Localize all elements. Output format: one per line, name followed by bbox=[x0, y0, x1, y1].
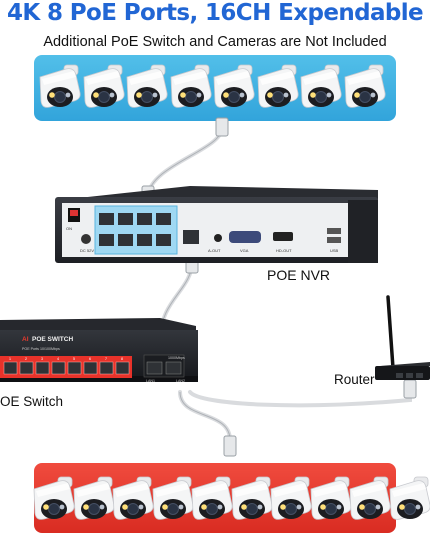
svg-text:VGA: VGA bbox=[240, 248, 249, 253]
svg-text:A-OUT: A-OUT bbox=[208, 248, 221, 253]
bullet-camera-icon bbox=[80, 59, 128, 117]
switch-port-number: 5 bbox=[73, 357, 75, 361]
switch-port-number: 7 bbox=[105, 357, 107, 361]
bullet-camera-icon bbox=[297, 59, 345, 117]
switch-lan1-label: LAN1 bbox=[146, 379, 155, 383]
switch-port bbox=[3, 361, 18, 375]
bottom-camera-row bbox=[30, 463, 430, 537]
bullet-camera-icon bbox=[386, 471, 430, 529]
bullet-camera-icon bbox=[267, 471, 315, 529]
top-camera-row bbox=[34, 55, 396, 121]
switch-poe-ports: 1 2 3 4 5 6 7 8 bbox=[3, 357, 130, 375]
bullet-camera-icon bbox=[210, 59, 258, 117]
switch-port-number: 3 bbox=[41, 357, 43, 361]
switch-port-number: 8 bbox=[121, 357, 123, 361]
bullet-camera-icon bbox=[228, 471, 276, 529]
bullet-camera-icon bbox=[346, 471, 394, 529]
switch-port bbox=[35, 361, 50, 375]
bullet-camera-icon bbox=[149, 471, 197, 529]
svg-text:USB: USB bbox=[330, 248, 339, 253]
bullet-camera-icon bbox=[36, 59, 84, 117]
bullet-camera-icon bbox=[188, 471, 236, 529]
bullet-camera-icon bbox=[30, 471, 78, 529]
switch-port-number: 2 bbox=[25, 357, 27, 361]
router bbox=[375, 295, 430, 380]
bullet-camera-icon bbox=[167, 59, 215, 117]
switch-port bbox=[19, 361, 34, 375]
bullet-camera-icon bbox=[70, 471, 118, 529]
svg-text:ON: ON bbox=[66, 226, 72, 231]
router-label: Router bbox=[334, 372, 375, 387]
switch-label: OE Switch bbox=[0, 394, 64, 409]
poe-nvr: ON DC 52V A-OUT VGA HD-OUT USB bbox=[55, 186, 378, 263]
switch-port-number: 4 bbox=[57, 357, 59, 361]
switch-uplink-label: 1000Mbps bbox=[168, 356, 185, 360]
bullet-camera-icon bbox=[254, 59, 302, 117]
switch-title-prefix: AI bbox=[22, 336, 29, 343]
switch-port bbox=[51, 361, 66, 375]
subline: Additional PoE Switch and Cameras are No… bbox=[43, 34, 387, 50]
switch-port bbox=[67, 361, 82, 375]
switch-lan2-label: LAN2 bbox=[176, 379, 185, 383]
poe-switch: AI POE SWITCH POE Ports 10/100Mbps 1 2 3 4 5… bbox=[0, 318, 198, 383]
bullet-camera-icon bbox=[123, 59, 171, 117]
switch-port-number: 6 bbox=[89, 357, 91, 361]
switch-port-number: 1 bbox=[9, 357, 11, 361]
bullet-camera-icon bbox=[307, 471, 355, 529]
switch-port bbox=[99, 361, 114, 375]
switch-title: POE SWITCH bbox=[32, 336, 73, 343]
cables bbox=[146, 126, 412, 442]
bullet-camera-icon bbox=[109, 471, 157, 529]
switch-port bbox=[115, 361, 130, 375]
headline: 4K 8 PoE Ports, 16CH Expendable bbox=[6, 0, 424, 26]
svg-text:DC 52V: DC 52V bbox=[80, 248, 94, 253]
switch-port bbox=[83, 361, 98, 375]
switch-subtitle: POE Ports 10/100Mbps bbox=[22, 347, 60, 351]
bullet-camera-icon bbox=[341, 59, 389, 117]
svg-text:HD-OUT: HD-OUT bbox=[276, 248, 292, 253]
nvr-label: POE NVR bbox=[267, 267, 331, 283]
